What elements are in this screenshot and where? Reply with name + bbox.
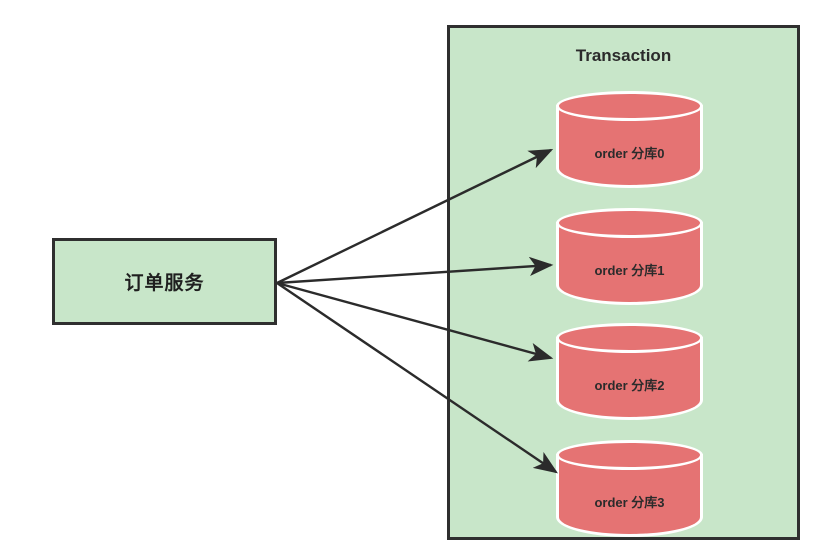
database-cylinder-shard-1[interactable]: order 分库1	[556, 208, 703, 305]
cylinder-top-ellipse-icon	[556, 91, 703, 121]
database-cylinder-shard-2[interactable]: order 分库2	[556, 323, 703, 420]
database-label-shard-2: order 分库2	[594, 378, 665, 393]
transaction-title: Transaction	[575, 46, 672, 65]
database-label-shard-1: order 分库1	[594, 263, 665, 278]
database-label-shard-3: order 分库3	[594, 495, 665, 510]
cylinder-top-ellipse-icon	[556, 440, 703, 470]
order-service-box[interactable]: 订单服务	[52, 238, 277, 325]
database-label-shard-0: order 分库0	[594, 146, 665, 161]
cylinder-top-ellipse-icon	[556, 323, 703, 353]
transaction-container: Transaction order 分库0 order 分库1 order 分库…	[447, 25, 800, 540]
database-cylinder-shard-3[interactable]: order 分库3	[556, 440, 703, 537]
order-service-label: 订单服务	[124, 273, 205, 294]
cylinder-top-ellipse-icon	[556, 208, 703, 238]
database-cylinder-shard-0[interactable]: order 分库0	[556, 91, 703, 188]
